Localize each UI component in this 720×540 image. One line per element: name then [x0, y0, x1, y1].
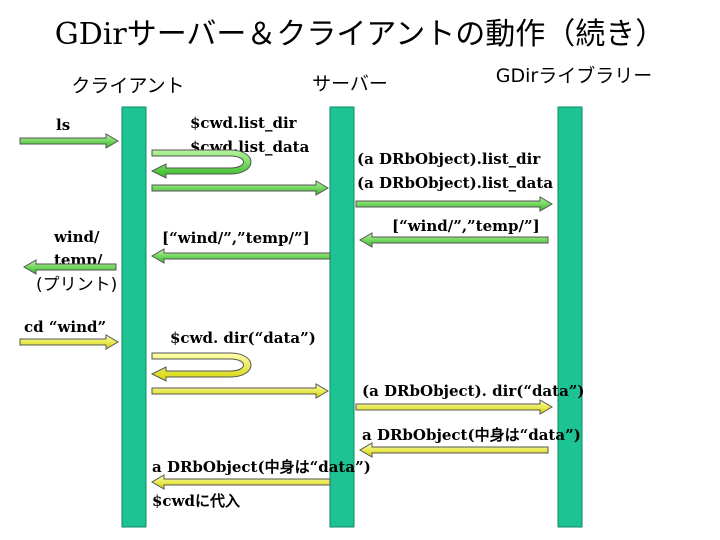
self-call-curl-green: [150, 149, 252, 179]
drb-dir-data-label: (a DRbObject). dir(“data”): [362, 382, 585, 400]
client-output-arrow: [23, 259, 117, 275]
cwd-list-dir-label: $cwd.list_dir: [190, 114, 298, 132]
slide-title: GDirサーバー＆クライアントの動作（続き）: [55, 17, 665, 52]
ls-label: ls: [56, 116, 70, 134]
library-to-server-return-arrow: [359, 232, 549, 248]
cd-wind-label: cd “wind”: [24, 318, 106, 336]
library-result-label: [“wind/”,”temp/”]: [392, 217, 540, 235]
cwd-assign-label: $cwdに代入: [152, 492, 240, 510]
drb-list-dir-label: (a DRbObject).list_dir: [357, 150, 541, 168]
library-heading: GDirライブラリー: [496, 64, 652, 87]
client-heading: クライアント: [71, 75, 184, 97]
ls-arrow: [19, 133, 119, 149]
print-note: (プリント): [36, 275, 117, 295]
client-to-server-call-arrow: [151, 180, 329, 196]
drb-return-lib-label: a DRbObject(中身は“data”): [362, 426, 581, 444]
client-lifeline: [121, 106, 147, 528]
cd-arrow: [19, 334, 119, 350]
library-to-server-dir-return-arrow: [359, 442, 549, 458]
server-result-label: [“wind/”,”temp/”]: [162, 229, 310, 247]
server-to-client-return-arrow: [151, 248, 331, 264]
server-lifeline: [329, 106, 355, 528]
self-call-curl-yellow: [150, 352, 252, 382]
server-heading: サーバー: [312, 73, 388, 95]
cwd-dir-data-label: $cwd. dir(“data”): [170, 329, 316, 347]
drb-list-data-label: (a DRbObject).list_data: [357, 174, 553, 192]
server-to-library-dir-call-arrow: [355, 399, 553, 415]
output-wind-label: wind/: [53, 228, 100, 246]
library-lifeline: [557, 106, 583, 528]
client-to-server-dir-call-arrow: [151, 383, 329, 399]
drb-return-server-label: a DRbObject(中身は“data”): [152, 458, 371, 476]
server-to-library-call-arrow: [355, 196, 553, 212]
server-to-client-dir-return-arrow: [151, 474, 331, 490]
